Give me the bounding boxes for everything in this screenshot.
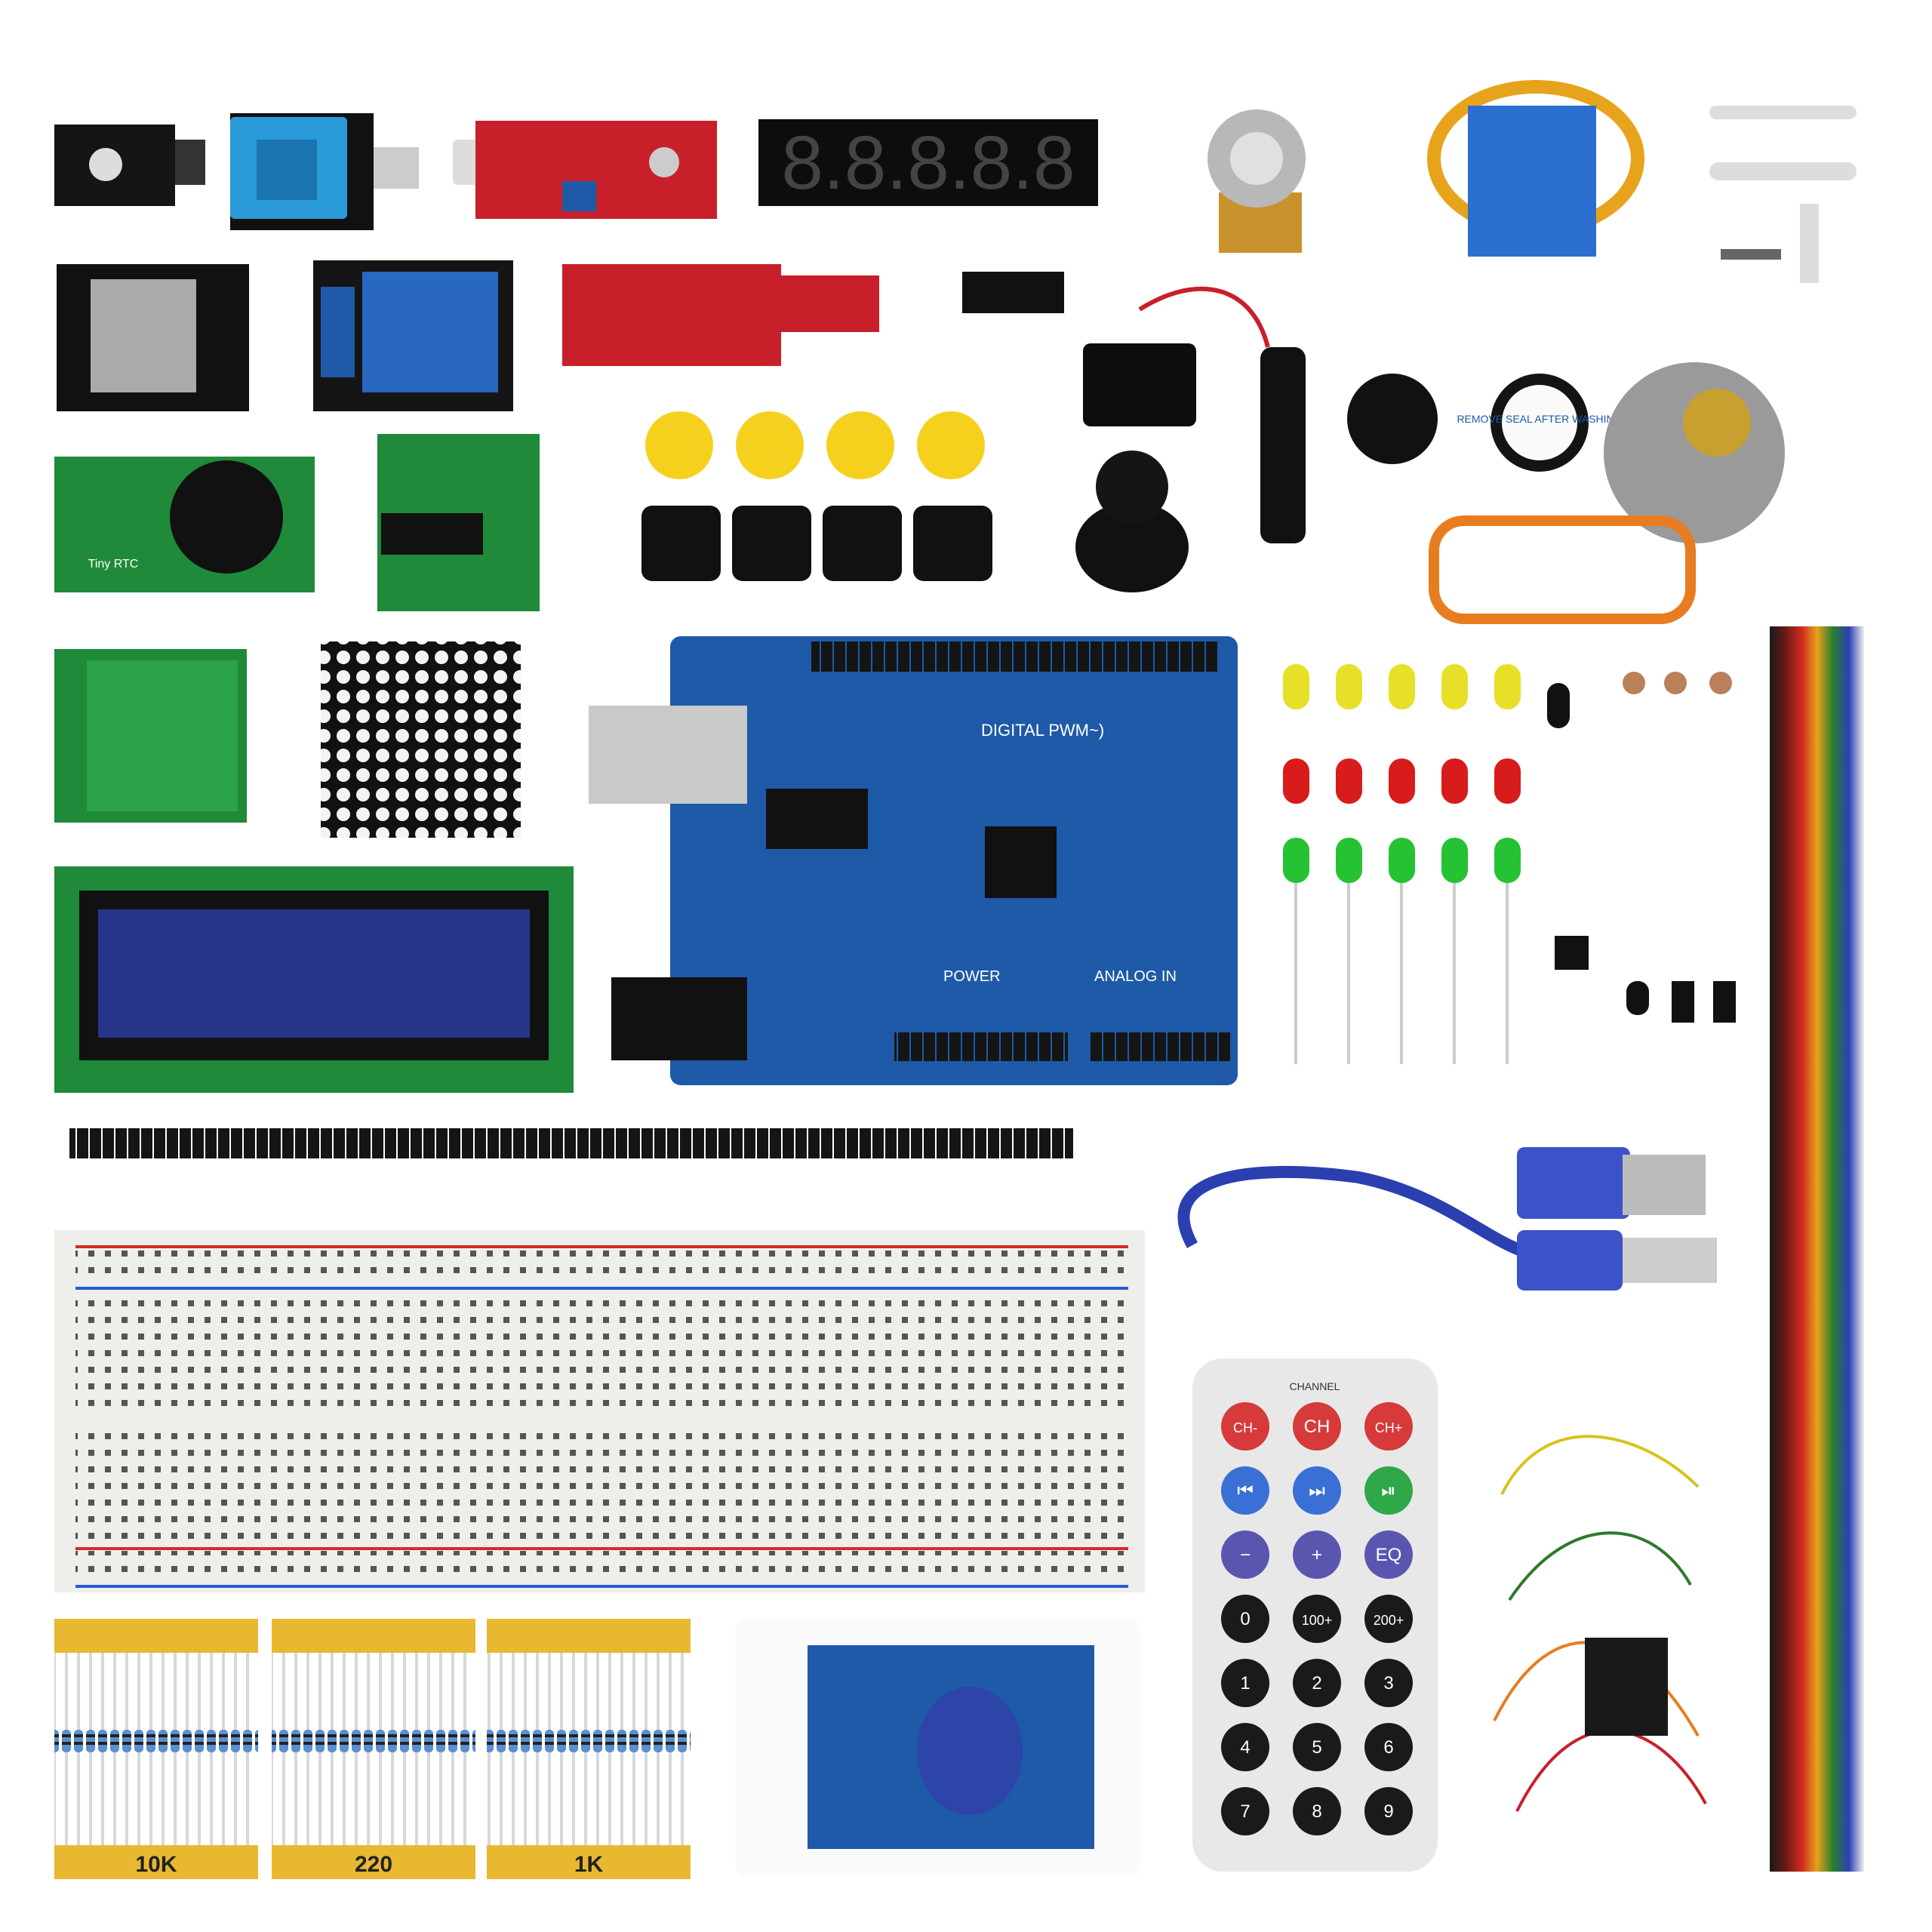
remote-key <box>1293 1531 1341 1579</box>
remote-key-label: 2 <box>1312 1673 1321 1694</box>
remote-key <box>1221 1531 1269 1579</box>
remote-key-label: CH <box>1304 1417 1331 1437</box>
resistor-label-1k: 1K <box>574 1852 604 1877</box>
remote-key <box>1364 1723 1413 1771</box>
remote-key <box>1293 1787 1341 1835</box>
remote-channel-label: CHANNEL <box>1290 1380 1340 1392</box>
remote-key-label: ⏯ <box>1381 1481 1395 1501</box>
resistor-packs: 10K 220 1K <box>54 1619 691 1879</box>
remote-key-label: ⏮ <box>1237 1481 1254 1501</box>
remote-key-label: 8 <box>1312 1801 1321 1822</box>
remote-key-label: − <box>1240 1545 1251 1565</box>
remote-key-label: 5 <box>1312 1737 1321 1758</box>
led-dot-matrix <box>321 641 521 838</box>
pin-header-strip <box>69 1128 1073 1158</box>
digital-label: DIGITAL PWM~) <box>981 721 1104 740</box>
membrane-keypad-module <box>54 649 247 823</box>
remote-key <box>1364 1659 1413 1707</box>
remote-key <box>1364 1787 1413 1835</box>
battery-snap <box>1083 286 1306 543</box>
tactile-switches <box>641 506 992 581</box>
arduino-uno-board: DIGITAL PWM~) POWER ANALOG IN <box>589 636 1238 1085</box>
jumper-wires <box>1493 1435 1707 1812</box>
servo-horns <box>1709 106 1857 283</box>
buzzers: REMOVE SEAL AFTER WASHING <box>1347 374 1623 472</box>
seven-segment-display: 8.8.8.8.8 <box>758 119 1098 206</box>
remote-key <box>1293 1595 1341 1643</box>
remote-key-label: 7 <box>1240 1801 1250 1822</box>
sg90-servo <box>1427 80 1644 257</box>
remote-key <box>1364 1595 1413 1643</box>
remote-key <box>1221 1723 1269 1771</box>
rtc-caption: Tiny RTC <box>88 558 139 571</box>
remote-key <box>1221 1659 1269 1707</box>
segment-digits: 8.8.8.8.8 <box>781 121 1075 205</box>
remote-key <box>1364 1402 1413 1451</box>
joystick-module <box>57 264 249 411</box>
water-level-sensor <box>562 264 879 366</box>
remote-key-label: 6 <box>1383 1737 1393 1758</box>
shift-register-chip <box>962 272 1064 313</box>
led-pack <box>1283 664 1521 1064</box>
breadboard <box>54 1230 1145 1592</box>
remote-key-label: CH+ <box>1375 1420 1403 1435</box>
resistor-label-10k: 10K <box>135 1852 177 1877</box>
remote-key-label: EQ <box>1376 1545 1402 1565</box>
ir-remote: CHANNEL CH- CH CH+ ⏮ ⏭ ⏯ − + EQ 0 100+ 200+ 1 2 3 4 5 6 7 8… <box>1192 1358 1438 1872</box>
usb-cable <box>1177 1147 1717 1291</box>
power-label: POWER <box>943 968 1001 985</box>
rtc-module: Tiny RTC <box>54 457 315 592</box>
ky-module <box>54 125 205 206</box>
dupont-ribbon-cable <box>1770 626 1864 1872</box>
remote-key-label: 0 <box>1240 1609 1250 1629</box>
remote-key <box>1221 1595 1269 1643</box>
remote-key <box>1364 1466 1413 1515</box>
rfid-module-kit <box>736 1619 1140 1875</box>
remote-key-label: 9 <box>1383 1801 1393 1822</box>
remote-key-label: 1 <box>1240 1673 1250 1694</box>
remote-key <box>1293 1659 1341 1707</box>
stepper-driver <box>377 434 540 611</box>
resistor-label-220: 220 <box>355 1852 392 1877</box>
remote-key <box>1221 1402 1269 1451</box>
remote-key-label: + <box>1312 1545 1322 1565</box>
remote-key <box>1221 1466 1269 1515</box>
remote-key-label: 4 <box>1240 1737 1250 1758</box>
analog-label: ANALOG IN <box>1094 968 1177 985</box>
remote-key <box>1221 1787 1269 1835</box>
remote-key-label: 100+ <box>1302 1613 1333 1628</box>
remote-key-label: 200+ <box>1374 1613 1404 1628</box>
lcd1602-display <box>54 866 574 1093</box>
remote-key-label: 3 <box>1383 1673 1393 1694</box>
remote-key <box>1293 1466 1341 1515</box>
yellow-button-caps <box>645 411 985 479</box>
joystick-cap <box>1075 451 1189 592</box>
remote-key-label: CH- <box>1233 1420 1257 1435</box>
remote-key <box>1293 1402 1341 1451</box>
stepper-motor <box>1429 362 1785 624</box>
relay-module <box>313 260 513 411</box>
remote-key <box>1293 1723 1341 1771</box>
photoresistors-and-sensors <box>1547 672 1736 1023</box>
sound-sensor-module <box>453 121 717 219</box>
buzzer-sticker: REMOVE SEAL AFTER WASHING <box>1457 413 1622 425</box>
potentiometer <box>1208 109 1306 253</box>
dht11-sensor <box>230 113 419 230</box>
remote-key-label: ⏭ <box>1309 1481 1325 1501</box>
remote-key <box>1364 1531 1413 1579</box>
